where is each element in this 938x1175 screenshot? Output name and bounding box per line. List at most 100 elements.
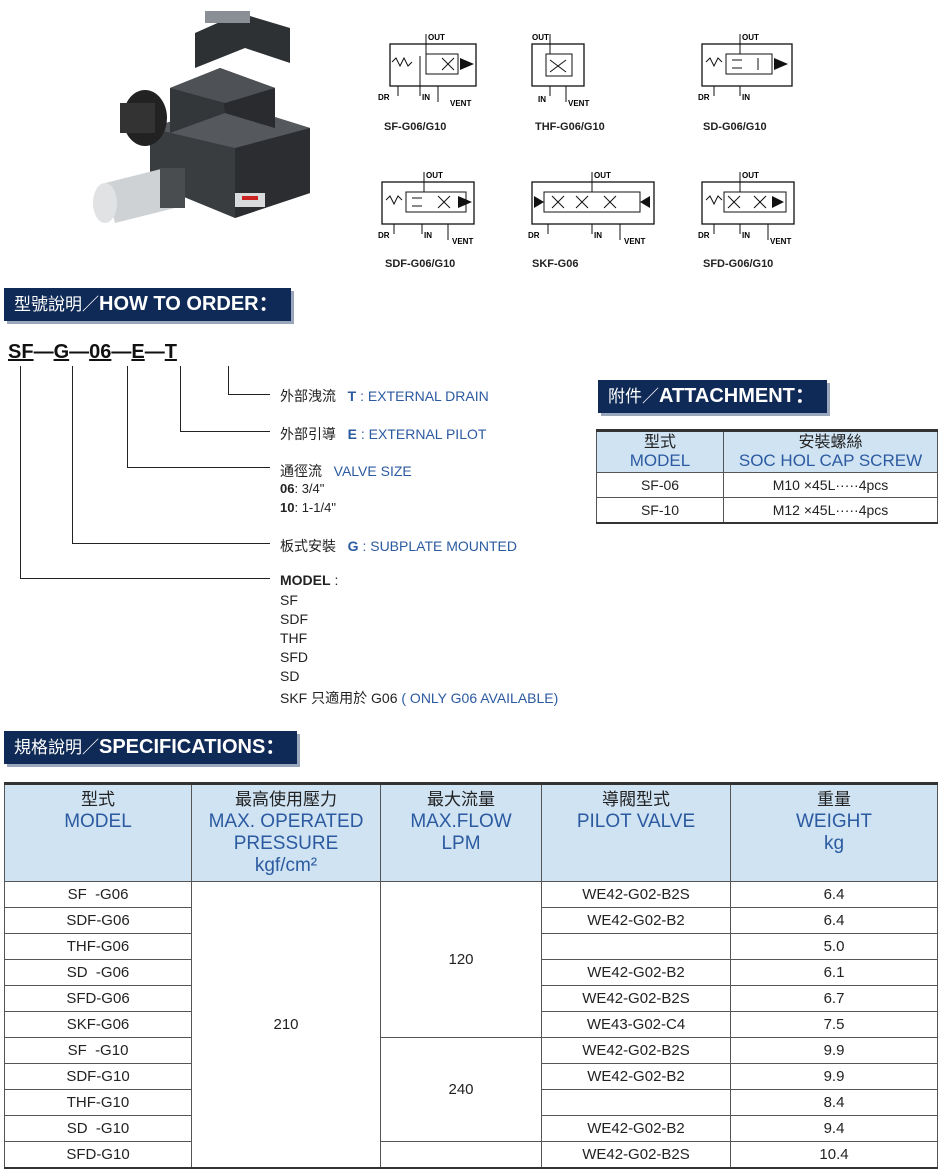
spec-pilot-cell: WE42-G02-B2 bbox=[541, 959, 731, 986]
spec-weight-cell: 9.4 bbox=[730, 1115, 938, 1142]
header-cn: 型號說明／ bbox=[14, 295, 99, 315]
spec-model-cell: SF -G06 bbox=[4, 881, 192, 908]
symbol-in-label: IN bbox=[742, 93, 750, 102]
table-row: SF -G06 210 120 WE42-G02-B2S 6.4 bbox=[4, 881, 938, 1169]
symbol-out-label: OUT bbox=[594, 171, 611, 180]
symbol-out-label: OUT bbox=[426, 171, 443, 180]
option-size-06: 06: 3/4" bbox=[280, 481, 324, 496]
size-value: : 1-1/4" bbox=[294, 500, 336, 515]
option-code: E bbox=[347, 426, 358, 442]
specifications-header: 規格說明／SPECIFICATIONS： bbox=[4, 731, 298, 764]
spec-model-cell: THF-G06 bbox=[4, 933, 192, 960]
skf-en: ( ONLY G06 AVAILABLE) bbox=[401, 690, 559, 706]
spec-weight-cell: 9.9 bbox=[730, 1037, 938, 1064]
attachment-model-cell: SF-06 bbox=[596, 472, 724, 498]
spec-pilot-cell bbox=[541, 933, 731, 960]
symbol-dr-label: DR bbox=[378, 93, 390, 102]
option-model: MODEL : bbox=[280, 572, 338, 588]
size-code: 06 bbox=[280, 481, 295, 496]
code-size: 06 bbox=[89, 341, 112, 363]
spec-model-cell: SDF-G06 bbox=[4, 907, 192, 934]
option-cn: 外部引導 bbox=[280, 426, 336, 442]
attachment-screw-cell: M10 ×45L·····4pcs bbox=[723, 472, 938, 498]
option-pilot: 外部引導 E : EXTERNAL PILOT bbox=[280, 424, 486, 444]
spec-pilot-cell: WE42-G02-B2S bbox=[541, 1141, 731, 1169]
symbol-in-label: IN bbox=[742, 231, 750, 240]
symbol-dr-label: DR bbox=[698, 231, 710, 240]
symbol-label: SF-G06/G10 bbox=[384, 121, 447, 133]
spec-pressure-cell: 210 bbox=[191, 881, 381, 1169]
table-row: THF-G10 8.4 bbox=[4, 1089, 938, 1116]
table-row: SD -G10 WE42-G02-B2 9.4 bbox=[4, 1115, 938, 1142]
symbol-label: SKF-G06 bbox=[532, 258, 579, 270]
spec-pilot-cell: WE42-G02-B2 bbox=[541, 1063, 731, 1090]
spec-model-cell: THF-G10 bbox=[4, 1089, 192, 1116]
option-en: : SUBPLATE MOUNTED bbox=[362, 538, 517, 554]
how-to-order-header: 型號說明／HOW TO ORDER： bbox=[4, 288, 291, 321]
symbol-vent-label: VENT bbox=[450, 99, 471, 108]
model-item: SFD bbox=[280, 649, 308, 665]
attachment-model-cell: SF-10 bbox=[596, 497, 724, 524]
symbol-sfd: OUT DR IN VENT bbox=[698, 171, 795, 246]
symbol-in-label: IN bbox=[594, 231, 602, 240]
symbol-sd: OUT DR IN bbox=[698, 33, 793, 102]
symbol-out-label: OUT bbox=[742, 33, 759, 42]
spec-model-cell: SFD-G10 bbox=[4, 1141, 192, 1169]
table-row: SF-06 M10 ×45L·····4pcs bbox=[596, 472, 938, 498]
code-dash: — bbox=[33, 341, 54, 363]
model-item: SDF bbox=[280, 611, 308, 627]
symbol-in-label: IN bbox=[424, 231, 432, 240]
header-en: ATTACHMENT： bbox=[659, 385, 815, 407]
header-en: SPECIFICATIONS： bbox=[99, 736, 286, 758]
spec-pilot-cell: WE42-G02-B2 bbox=[541, 1115, 731, 1142]
spec-weight-cell: 6.4 bbox=[730, 907, 938, 934]
model-colon: : bbox=[334, 572, 339, 588]
option-code: T bbox=[347, 388, 357, 404]
spec-weight-cell: 6.7 bbox=[730, 985, 938, 1012]
option-cn: 板式安裝 bbox=[280, 538, 336, 554]
spec-weight-cell: 10.4 bbox=[730, 1141, 938, 1169]
valve-photo bbox=[93, 11, 310, 223]
spec-weight-cell: 9.9 bbox=[730, 1063, 938, 1090]
symbol-label: THF-G06/G10 bbox=[535, 121, 605, 133]
spec-pilot-cell: WE42-G02-B2S bbox=[541, 881, 731, 908]
symbol-label: SD-G06/G10 bbox=[703, 121, 767, 133]
spec-flow-cell: 120 bbox=[380, 881, 542, 1038]
symbol-skf: OUT DR IN VENT bbox=[528, 171, 655, 246]
table-row: SFD-G10 WE42-G02-B2S 10.4 bbox=[4, 1141, 938, 1169]
model-label: MODEL bbox=[280, 572, 331, 588]
code-model: SF bbox=[8, 341, 34, 363]
code-dash: — bbox=[111, 341, 132, 363]
spec-weight-cell: 7.5 bbox=[730, 1011, 938, 1038]
option-en: VALVE SIZE bbox=[333, 463, 412, 479]
option-en: : EXTERNAL DRAIN bbox=[360, 388, 489, 404]
option-cn: 外部洩流 bbox=[280, 388, 336, 404]
symbol-sdf: OUT DR IN VENT bbox=[378, 171, 475, 246]
header-en: HOW TO ORDER： bbox=[99, 293, 279, 315]
skf-cn: 只適用於 G06 bbox=[311, 690, 398, 706]
skf-code: SKF bbox=[280, 690, 308, 706]
symbol-in-label: IN bbox=[422, 93, 430, 102]
symbol-dr-label: DR bbox=[698, 93, 710, 102]
table-row: THF-G06 5.0 bbox=[4, 933, 938, 960]
symbol-vent-label: VENT bbox=[568, 99, 589, 108]
model-item: SF bbox=[280, 592, 298, 608]
code-dash: — bbox=[144, 341, 165, 363]
spec-pilot-cell: WE42-G02-B2 bbox=[541, 907, 731, 934]
symbol-vent-label: VENT bbox=[624, 237, 645, 246]
spec-model-cell: SF -G10 bbox=[4, 1037, 192, 1064]
spec-pilot-cell: WE42-G02-B2S bbox=[541, 1037, 731, 1064]
option-en: : EXTERNAL PILOT bbox=[360, 426, 487, 442]
code-mount: G bbox=[53, 341, 70, 363]
symbol-vent-label: VENT bbox=[452, 237, 473, 246]
size-code: 10 bbox=[280, 500, 295, 515]
option-size: 通徑流 VALVE SIZE bbox=[280, 461, 412, 481]
option-cn: 通徑流 bbox=[280, 463, 322, 479]
model-item: SD bbox=[280, 668, 300, 684]
